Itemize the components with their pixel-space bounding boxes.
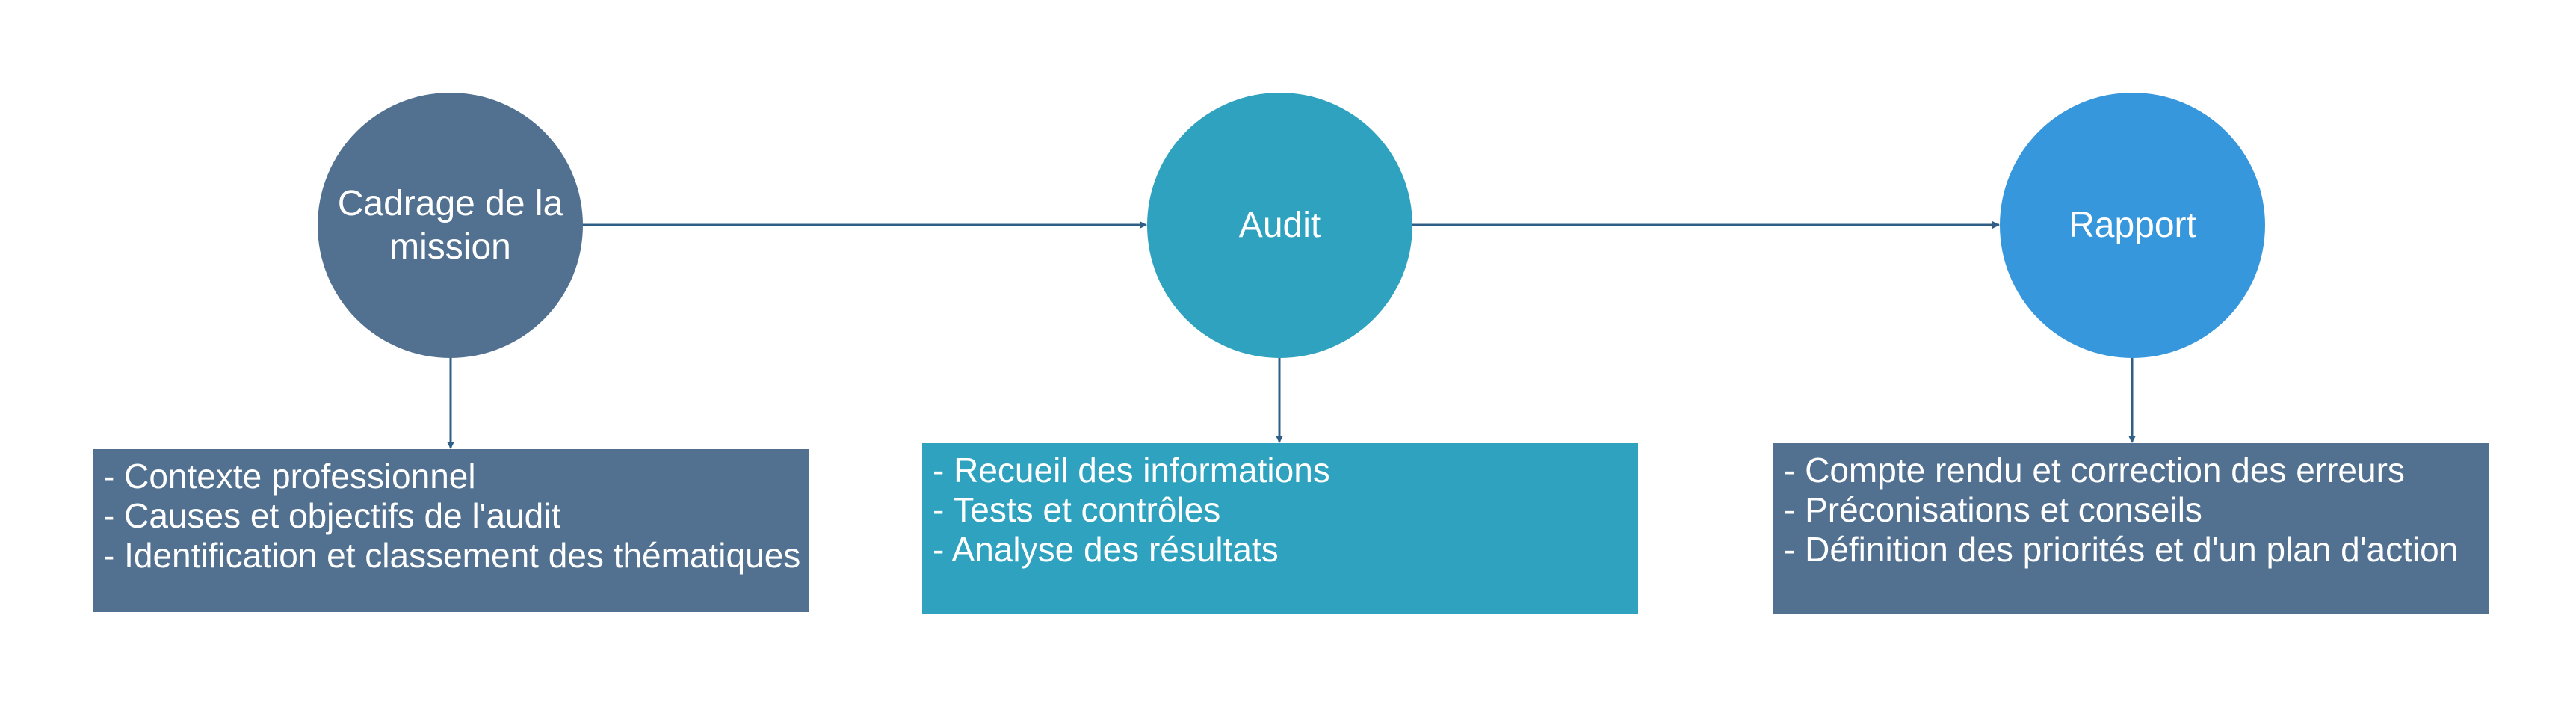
detail-item: - Analyse des résultats [933, 530, 1279, 569]
detail-item: - Contexte professionnel [103, 457, 476, 496]
detail-item: - Préconisations et conseils [1784, 490, 2202, 529]
step-title-rapport: Rapport [2069, 205, 2196, 245]
step-circle-rapport: Rapport [2000, 93, 2265, 358]
step-circle-audit: Audit [1147, 93, 1412, 358]
step-title-cadrage: Cadrage de la mission [337, 183, 563, 267]
detail-item: - Identification et classement des théma… [103, 536, 801, 575]
detail-item: - Causes et objectifs de l'audit [103, 496, 561, 535]
detail-item: - Définition des priorités et d'un plan … [1784, 530, 2459, 569]
detail-item: - Tests et contrôles [933, 490, 1221, 529]
details-box-audit: - Recueil des informations - Tests et co… [922, 443, 1638, 614]
details-box-rapport: - Compte rendu et correction des erreurs… [1773, 443, 2489, 614]
detail-item: - Compte rendu et correction des erreurs [1784, 451, 2405, 490]
step-circle-cadrage: Cadrage de la mission [318, 93, 583, 358]
step-title-audit: Audit [1238, 205, 1321, 245]
detail-item: - Recueil des informations [933, 451, 1330, 490]
details-box-cadrage: - Contexte professionnel - Causes et obj… [93, 449, 809, 612]
